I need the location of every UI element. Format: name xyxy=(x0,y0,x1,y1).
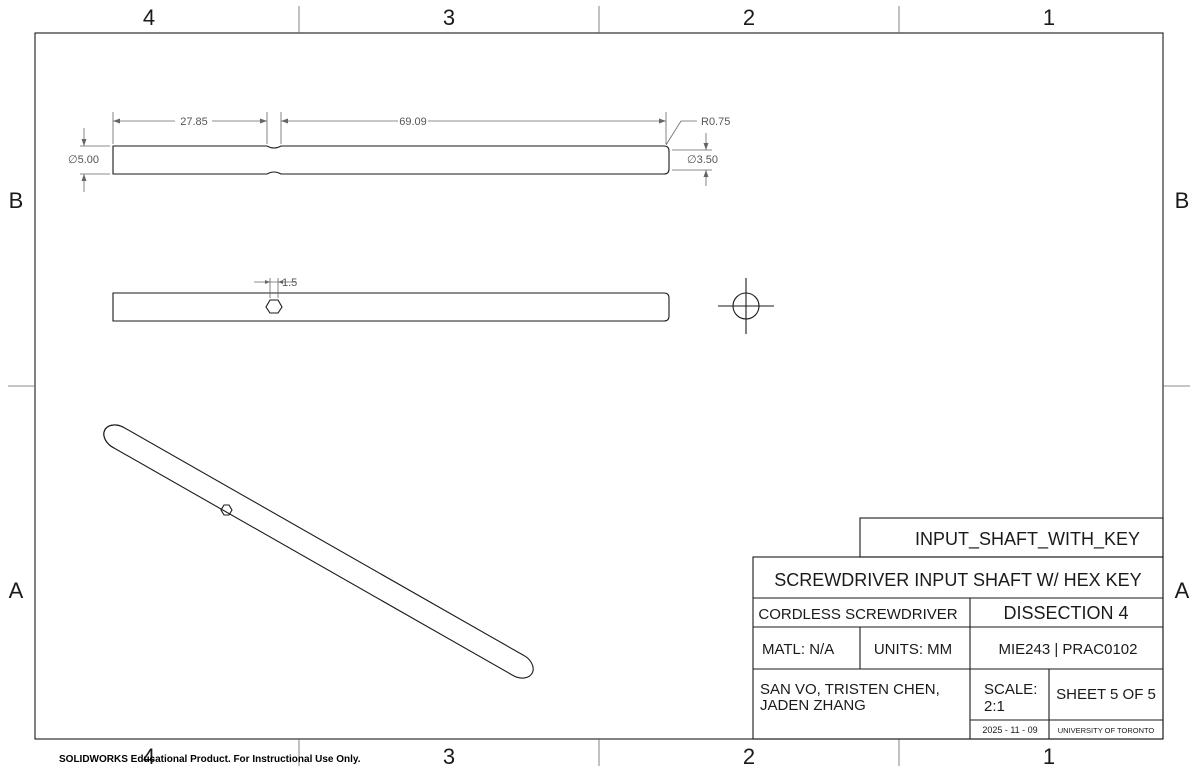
tb-date: 2025 - 11 - 09 xyxy=(982,725,1037,735)
end-view xyxy=(718,278,774,334)
dim-length-left: 27.85 xyxy=(180,116,208,128)
tb-authors-line2: JADEN ZHANG xyxy=(760,697,866,714)
tb-assembly: CORDLESS SCREWDRIVER xyxy=(758,606,957,623)
zone-col-top-2: 3 xyxy=(443,5,455,30)
zone-row-left-a: A xyxy=(9,578,24,603)
zone-col-top-3: 2 xyxy=(743,5,755,30)
zone-col-top-1: 4 xyxy=(143,5,155,30)
front-view: 27.85 69.09 R0.75 ∅5.00 ∅3.50 xyxy=(68,112,730,192)
tb-title: SCREWDRIVER INPUT SHAFT W/ HEX KEY xyxy=(774,570,1141,590)
tb-scale-line1: SCALE: xyxy=(984,681,1037,698)
dim-hex-width: 1.5 xyxy=(282,277,297,289)
watermark-text: SOLIDWORKS Educational Product. For Inst… xyxy=(59,754,361,765)
zone-col-bottom-2: 3 xyxy=(443,744,455,769)
zone-ticks xyxy=(8,6,1190,766)
tb-dissection: DISSECTION 4 xyxy=(1003,603,1128,623)
dim-diameter-small: ∅3.50 xyxy=(687,154,718,166)
zone-col-top-4: 1 xyxy=(1043,5,1055,30)
sheet-border xyxy=(34,32,1164,740)
zone-col-bottom-1: 4 xyxy=(143,744,155,769)
tb-institution: UNIVERSITY OF TORONTO xyxy=(1058,726,1155,735)
zone-row-right-a: A xyxy=(1175,578,1190,603)
tb-part-name: INPUT_SHAFT_WITH_KEY xyxy=(915,529,1140,550)
top-view: 1.5 xyxy=(112,277,670,322)
tb-scale-line2: 2:1 xyxy=(984,698,1005,715)
tb-material: MATL: N/A xyxy=(762,641,834,658)
tb-units: UNITS: MM xyxy=(874,641,952,658)
zone-row-right-b: B xyxy=(1175,188,1190,213)
tb-authors-line1: SAN VO, TRISTEN CHEN, xyxy=(760,681,940,698)
zone-row-left-b: B xyxy=(9,188,24,213)
zone-col-bottom-4: 1 xyxy=(1043,744,1055,769)
hex-key-profile xyxy=(265,299,283,314)
dim-radius: R0.75 xyxy=(701,116,730,128)
hex-key-iso xyxy=(220,504,233,516)
isometric-view xyxy=(103,424,534,679)
tb-course: MIE243 | PRAC0102 xyxy=(999,641,1138,658)
dim-length-right: 69.09 xyxy=(399,116,427,128)
dim-diameter-large: ∅5.00 xyxy=(68,154,99,166)
zone-col-bottom-3: 2 xyxy=(743,744,755,769)
title-block: INPUT_SHAFT_WITH_KEY SCREWDRIVER INPUT S… xyxy=(752,517,1164,740)
tb-sheet: SHEET 5 OF 5 xyxy=(1056,686,1156,703)
